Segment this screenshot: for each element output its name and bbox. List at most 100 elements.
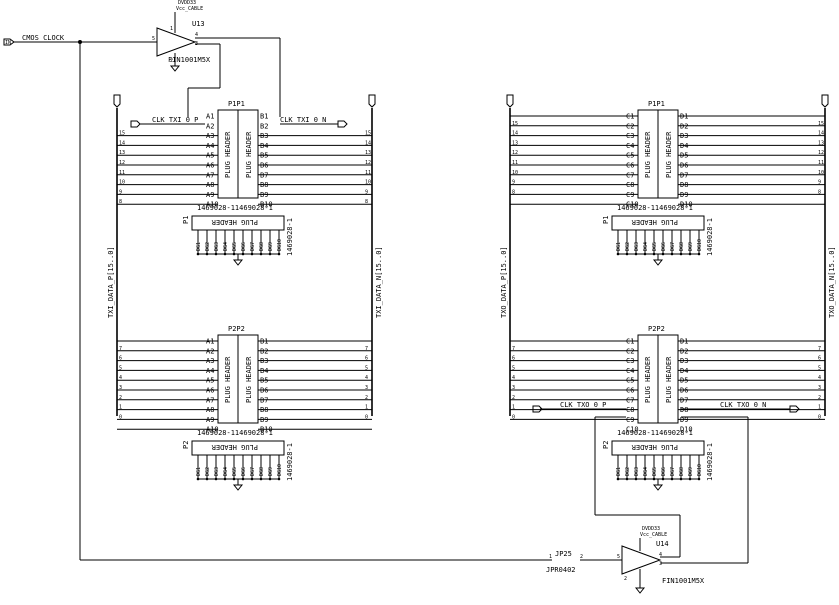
bus-index: 15 — [512, 121, 518, 127]
part-number: 1469028-1 — [286, 443, 294, 481]
dg-pin-label: DG1 — [196, 242, 202, 251]
bus-index: 2 — [119, 395, 122, 401]
dg-pin-label: DG4 — [223, 467, 229, 476]
dg-pin-label: DG4 — [643, 242, 649, 251]
bus-index: 13 — [818, 140, 824, 146]
plug-header-label: PLUG HEADER — [644, 356, 652, 403]
dg-pin-label: DG7 — [670, 242, 676, 251]
bus-index: 14 — [365, 140, 371, 146]
bus-index: 10 — [365, 180, 371, 186]
dg-pin-label: DG8 — [679, 242, 685, 251]
plug-header-label: PLUG HEADER — [631, 218, 678, 226]
dg-pin-label: DG10 — [697, 239, 703, 251]
plug-header-label: PLUG HEADER — [631, 443, 678, 451]
pin-label: B1 — [260, 113, 268, 121]
plug-header-label: PLUG HEADER — [665, 131, 673, 178]
bus-index: 1 — [512, 405, 515, 411]
bus-index: 2 — [512, 395, 515, 401]
u14-ground-icon — [634, 587, 646, 594]
bus-index: 9 — [512, 180, 515, 186]
net-label-txi-data-p: TXI_DATA_P[15..0] — [107, 246, 115, 318]
ground-header-body — [611, 215, 705, 231]
dg-pin-label: DG7 — [670, 467, 676, 476]
dg-pin-label: DG9 — [688, 467, 694, 476]
dg-pin-label: DG2 — [205, 242, 211, 251]
svg-text:2: 2 — [624, 576, 627, 582]
dg-pin-label: DG3 — [634, 242, 640, 251]
bus-index: 3 — [512, 385, 515, 391]
plug-header-label: PLUG HEADER — [211, 443, 258, 451]
part-number-pair: 1469028-11469028-1 — [617, 429, 693, 437]
u14-power-sub: Vcc_CABLE — [640, 532, 667, 538]
part-number-pair: 1469028-11469028-1 — [197, 429, 273, 437]
bus-index: 2 — [365, 395, 368, 401]
bus-index: 11 — [119, 170, 125, 176]
ground-header-body — [191, 440, 285, 456]
dg-pin-label: DG5 — [232, 242, 238, 251]
bus-index: 2 — [818, 395, 821, 401]
bus-index: 4 — [818, 375, 821, 381]
ground-header-body — [191, 215, 285, 231]
jp25-part: JPR0402 — [546, 566, 576, 574]
dg-pin-label: DG6 — [241, 467, 247, 476]
dg-pin-label: DG10 — [277, 239, 283, 251]
dg-pin-label: DG1 — [616, 242, 622, 251]
u14-power-label: DVDD33 — [642, 526, 660, 532]
jp25-ref: JP25 — [555, 550, 572, 558]
bus-index: 4 — [365, 375, 368, 381]
bus-index: 13 — [365, 150, 371, 156]
net-label-clk-txo-p: CLK_TXO_0_P — [560, 401, 606, 409]
clk-txi-n-port — [337, 120, 348, 128]
pin-label: C10 — [626, 426, 639, 434]
dg-pin-label: DG3 — [214, 467, 220, 476]
svg-text:5: 5 — [617, 554, 620, 560]
bus-index: 9 — [365, 189, 368, 195]
ground-header-ref: P2 — [602, 441, 610, 449]
bus-index: 0 — [365, 414, 368, 420]
net-label-txi-data-n: TXI_DATA_N[15..0] — [375, 246, 383, 318]
part-number: 1469028-1 — [706, 443, 714, 481]
bus-index: 5 — [365, 365, 368, 371]
part-number: 1469028-1 — [286, 218, 294, 256]
plug-header-label: PLUG HEADER — [224, 131, 232, 178]
bus-index: 6 — [119, 356, 122, 362]
part-number-pair: 1469028-11469028-1 — [197, 204, 273, 212]
u13-part: FIN1001M5X — [168, 56, 211, 64]
right-bus: TXO_DATA_P[15..0] TXO_DATA_N[15..0] — [500, 94, 836, 416]
bus-index: 5 — [818, 365, 821, 371]
dg-pin-label: DG9 — [268, 242, 274, 251]
left-bus: TXI_DATA_P[15..0] TXI_DATA_N[15..0] — [107, 94, 383, 416]
ground-header-ref: P2 — [182, 441, 190, 449]
dg-pin-label: DG1 — [196, 467, 202, 476]
u14-ref: U14 — [656, 540, 669, 548]
txi-p-bus-port — [113, 94, 121, 108]
part-number-pair: 1469028-11469028-1 — [617, 204, 693, 212]
dg-pin-label: DG2 — [625, 467, 631, 476]
u14-buffer: DVDD33 Vcc_CABLE U14 FIN1001M5X 2 3 4 5 — [594, 416, 749, 594]
bus-index: 15 — [818, 121, 824, 127]
bus-index: 1 — [119, 405, 122, 411]
dg-pin-label: DG10 — [697, 464, 703, 476]
dg-pin-label: DG8 — [259, 467, 265, 476]
ground-icon — [652, 484, 664, 491]
bus-index: 12 — [119, 160, 125, 166]
bus-index: 6 — [818, 356, 821, 362]
plug-header-label: PLUG HEADER — [665, 356, 673, 403]
bus-index: 1 — [818, 405, 821, 411]
svg-text:4: 4 — [659, 552, 662, 558]
dg-pin-label: DG2 — [625, 242, 631, 251]
net-label-clk-txi-n: CLK_TXI_0_N — [280, 116, 326, 124]
svg-text:5: 5 — [152, 36, 155, 42]
dg-pin-label: DG5 — [652, 467, 658, 476]
ground-icon — [232, 259, 244, 266]
svg-text:2: 2 — [170, 58, 173, 64]
dg-pin-label: DG10 — [277, 464, 283, 476]
clk-txi-lines: CLK_TXI_0_P CLK_TXI_0_N — [130, 116, 348, 128]
svg-text:3: 3 — [659, 561, 662, 567]
bus-index: 5 — [512, 365, 515, 371]
u13-power-label: DVDD33 — [178, 0, 196, 6]
bus-index: 0 — [818, 414, 821, 420]
pin-label: D10 — [680, 426, 693, 434]
